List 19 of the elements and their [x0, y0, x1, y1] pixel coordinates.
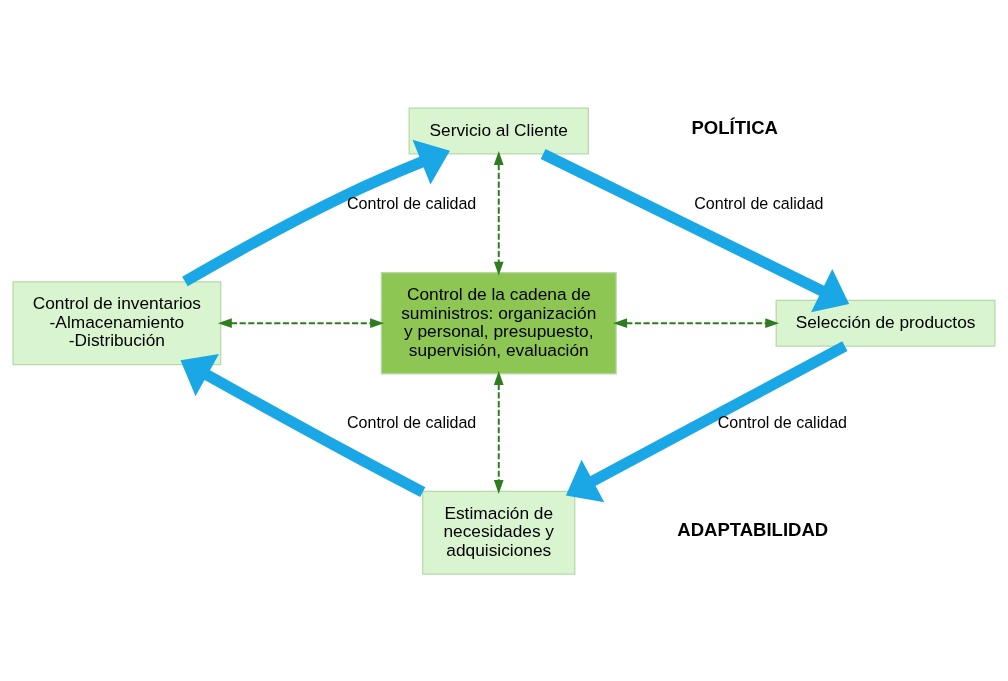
label: POLÍTICA: [691, 117, 778, 139]
label: ADAPTABILIDAD: [677, 518, 829, 540]
node-box: Control de la cadena de suministros: organización y personal, presupuesto, supervisión, evaluación: [380, 271, 617, 375]
node-box: Servicio al Cliente: [408, 107, 589, 155]
arrow: [540, 149, 850, 313]
arrow: [182, 139, 450, 287]
arrow: [493, 151, 504, 276]
edge-label: Control de calidad: [346, 193, 477, 212]
node-box: Control de inventarios -Almacenamiento -Distribución: [12, 281, 222, 366]
edge-label: Control de calidad: [717, 412, 848, 431]
arrow: [217, 318, 384, 329]
arrow: [493, 371, 504, 494]
arrow: [180, 354, 426, 497]
edge-label: Control de calidad: [694, 193, 824, 212]
node-box: Estimación de necesidades y adquisiciones: [422, 490, 576, 575]
arrow: [565, 341, 848, 503]
edge-label: Control de calidad: [346, 412, 477, 431]
arrow: [613, 318, 780, 329]
node-box: Selección de productos: [775, 299, 996, 347]
